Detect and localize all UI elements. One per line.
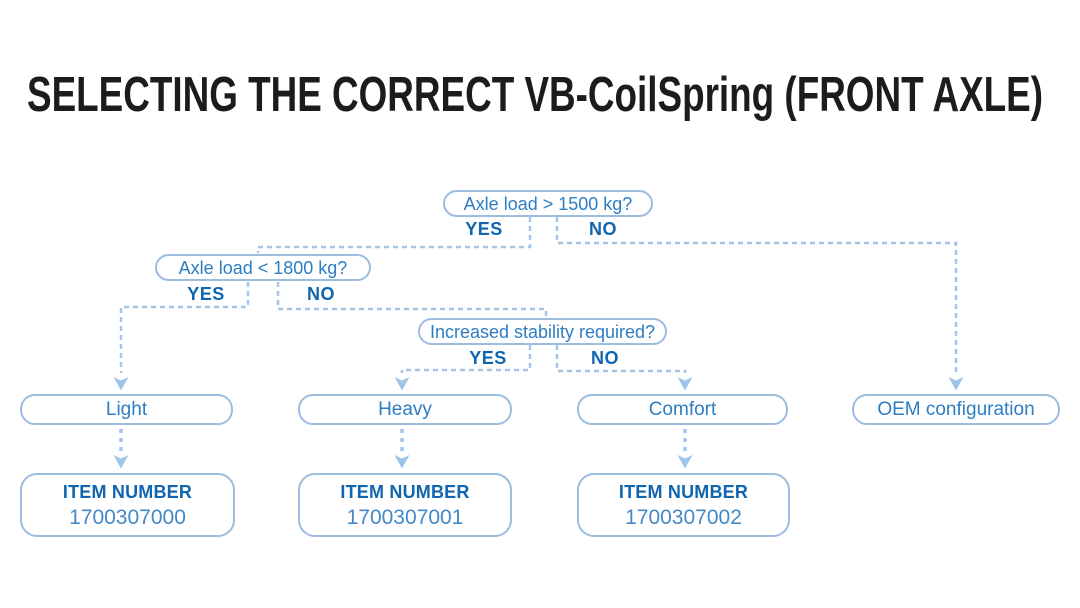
connector-d3-yes-to-heavy <box>400 345 532 373</box>
label-no-d1: NO <box>589 219 617 239</box>
label-yes-d3: YES <box>469 348 507 368</box>
decision-axle-load-1800: Axle load < 1800 kg? <box>155 254 371 281</box>
item-number-title: ITEM NUMBER <box>62 481 193 502</box>
arrow-down-icon <box>113 455 129 469</box>
decision-increased-stability: Increased stability required? <box>418 318 667 345</box>
decision-question: Axle load > 1500 kg? <box>463 193 633 214</box>
arrow-down-icon <box>394 455 410 469</box>
item-number-card-comfort: ITEM NUMBER 1700307002 <box>577 473 790 537</box>
label-no-d2: NO <box>307 284 335 304</box>
label-yes-d1: YES <box>465 219 503 239</box>
arrow-down-icon <box>677 455 693 469</box>
item-number-value: 1700307002 <box>625 505 742 529</box>
page-title: SELECTING THE CORRECT VB-CoilSpring (FRO… <box>27 68 1043 122</box>
option-label: Light <box>105 399 148 420</box>
label-no-d3: NO <box>591 348 619 368</box>
connector-d1-yes-to-d2 <box>256 217 532 253</box>
arrow-down-icon <box>394 377 410 391</box>
option-oem-configuration: OEM configuration <box>852 394 1060 425</box>
option-comfort: Comfort <box>577 394 788 425</box>
item-number-value: 1700307001 <box>346 505 464 529</box>
option-heavy: Heavy <box>298 394 512 425</box>
arrow-down-icon <box>677 377 693 391</box>
arrow-down-icon <box>113 377 129 391</box>
option-light: Light <box>20 394 233 425</box>
connector-d2-no-to-d3 <box>276 282 548 317</box>
decision-question: Axle load < 1800 kg? <box>178 257 348 278</box>
item-number-card-heavy: ITEM NUMBER 1700307001 <box>298 473 512 537</box>
label-yes-d2: YES <box>187 284 225 304</box>
decision-question: Increased stability required? <box>429 321 656 342</box>
connector-d2-yes-to-light <box>119 282 250 373</box>
item-number-title: ITEM NUMBER <box>618 481 749 502</box>
option-label: OEM configuration <box>877 399 1035 420</box>
connector-d3-no-to-comfort <box>555 345 687 373</box>
decision-axle-load-1500: Axle load > 1500 kg? <box>443 190 653 217</box>
connector-d1-no-to-oem <box>555 217 958 374</box>
item-number-title: ITEM NUMBER <box>340 481 470 502</box>
option-label: Comfort <box>648 399 717 420</box>
item-number-card-light: ITEM NUMBER 1700307000 <box>20 473 235 537</box>
option-label: Heavy <box>378 399 432 420</box>
arrow-down-icon <box>948 377 964 391</box>
item-number-value: 1700307000 <box>69 505 186 529</box>
